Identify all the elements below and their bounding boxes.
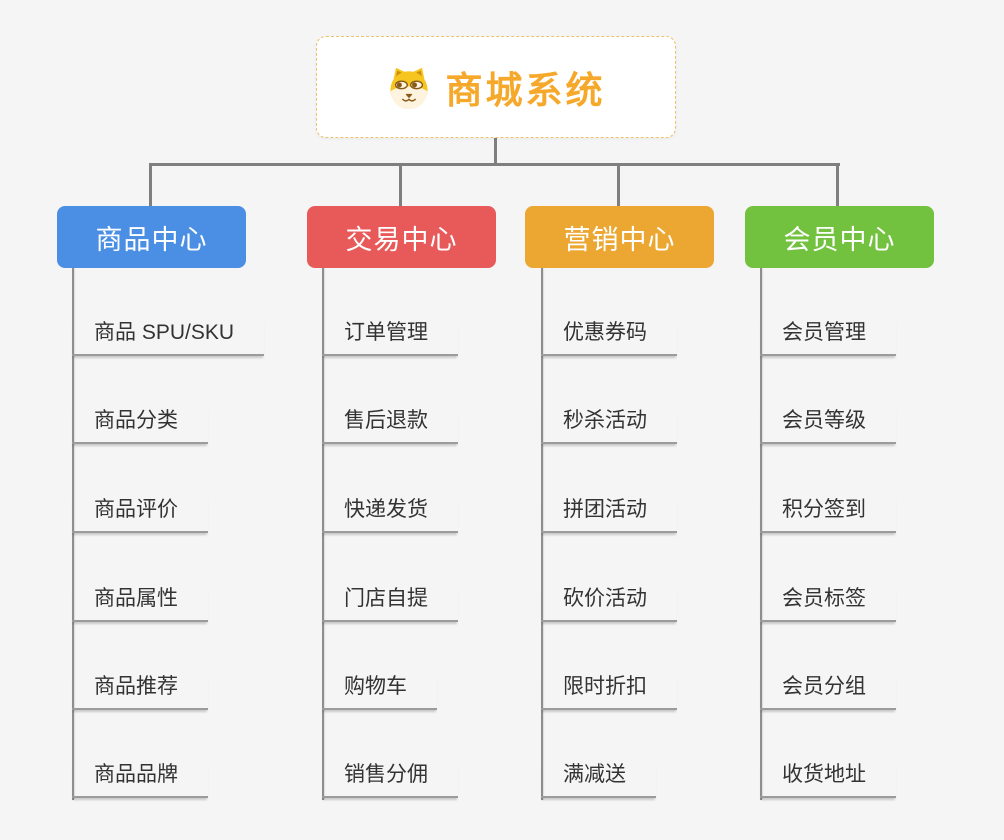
branch-product-center[interactable]: 商品中心 (57, 206, 246, 268)
leaf-flash-sale[interactable]: 秒杀活动 (541, 408, 677, 444)
connector-root-stem (494, 137, 497, 164)
leaf-product-brand[interactable]: 商品品牌 (72, 762, 208, 798)
leaf-aftersale-refund[interactable]: 售后退款 (322, 408, 458, 444)
leaf-product-attribute[interactable]: 商品属性 (72, 586, 208, 622)
leaf-sales-commission[interactable]: 销售分佣 (322, 762, 458, 798)
leaf-shopping-cart[interactable]: 购物车 (322, 674, 437, 710)
root-title: 商城系统 (445, 70, 606, 111)
connector-drop-branch2 (399, 165, 402, 207)
leaf-store-pickup[interactable]: 门店自提 (322, 586, 458, 622)
connector-drop-branch4 (836, 165, 839, 207)
connector-spine-branch3 (541, 268, 543, 800)
branch-label: 营销中心 (563, 224, 676, 255)
leaf-shipping-address[interactable]: 收货地址 (760, 762, 896, 798)
branch-member-center[interactable]: 会员中心 (745, 206, 934, 268)
leaf-group-buy[interactable]: 拼团活动 (541, 497, 677, 533)
leaf-coupon-code[interactable]: 优惠券码 (541, 320, 677, 356)
leaf-product-spu-sku[interactable]: 商品 SPU/SKU (72, 320, 265, 356)
leaf-member-tag[interactable]: 会员标签 (760, 586, 896, 622)
leaf-order-management[interactable]: 订单管理 (322, 320, 458, 356)
leaf-points-checkin[interactable]: 积分签到 (760, 497, 896, 533)
leaf-time-discount[interactable]: 限时折扣 (541, 674, 677, 710)
branch-label: 交易中心 (345, 224, 458, 255)
branch-marketing-center[interactable]: 营销中心 (525, 206, 714, 268)
connector-drop-branch1 (149, 165, 152, 207)
leaf-product-review[interactable]: 商品评价 (72, 497, 208, 533)
branch-label: 商品中心 (95, 224, 208, 255)
connector-horizontal-bar (149, 163, 840, 166)
connector-spine-branch2 (322, 268, 324, 800)
leaf-member-level[interactable]: 会员等级 (760, 408, 896, 444)
connector-spine-branch4 (760, 268, 762, 800)
connector-drop-branch3 (617, 165, 620, 207)
connector-spine-branch1 (72, 268, 74, 800)
leaf-express-delivery[interactable]: 快递发货 (322, 497, 458, 533)
dog-icon (389, 67, 428, 109)
root-node[interactable]: 商城系统 (316, 36, 676, 138)
leaf-full-reduction[interactable]: 满减送 (541, 762, 656, 798)
leaf-member-management[interactable]: 会员管理 (760, 320, 896, 356)
branch-label: 会员中心 (783, 224, 896, 255)
leaf-product-recommend[interactable]: 商品推荐 (72, 674, 208, 710)
leaf-member-group[interactable]: 会员分组 (760, 674, 896, 710)
branch-trade-center[interactable]: 交易中心 (307, 206, 496, 268)
leaf-product-category[interactable]: 商品分类 (72, 408, 208, 444)
leaf-bargain-activity[interactable]: 砍价活动 (541, 586, 677, 622)
